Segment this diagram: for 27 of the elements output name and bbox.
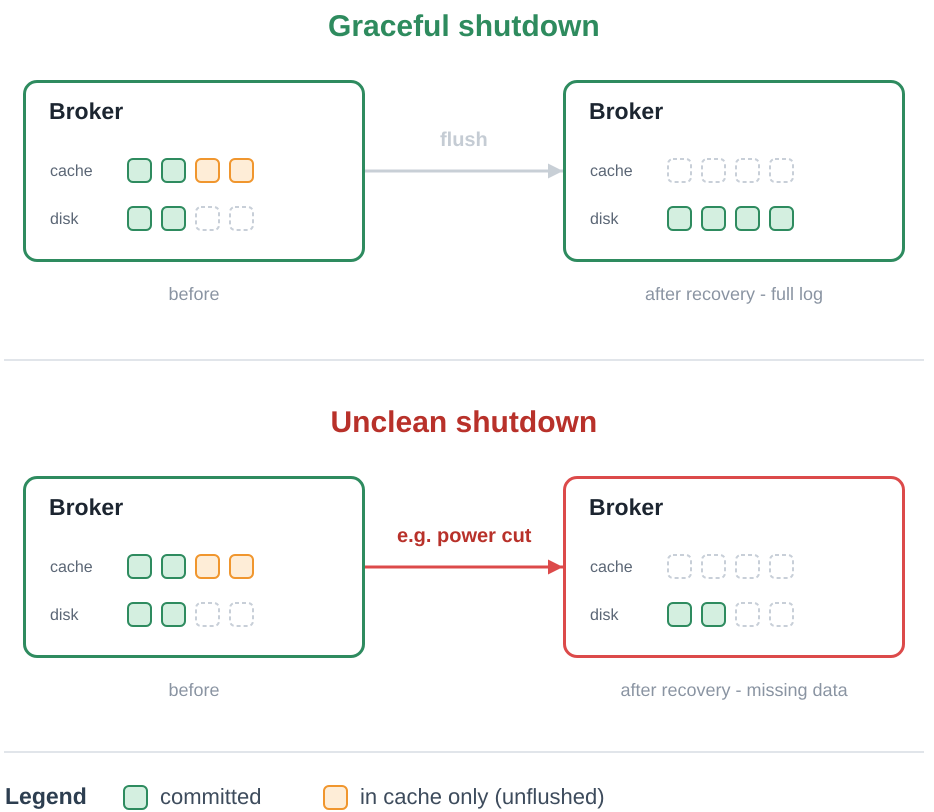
row-label: disk xyxy=(50,606,78,625)
arrow xyxy=(365,164,563,178)
component-box xyxy=(563,80,905,262)
section-heading: Unclean shutdown xyxy=(330,405,598,441)
legend-title: Legend xyxy=(5,783,87,811)
component-box xyxy=(23,80,365,262)
row-label: cache xyxy=(590,558,633,577)
node-label: before xyxy=(168,680,220,702)
row-label: cache xyxy=(50,558,93,577)
arrow xyxy=(365,560,563,574)
box-title: Broker xyxy=(589,494,664,522)
node-label: after recovery - missing data xyxy=(620,680,848,702)
node-label: after recovery - full log xyxy=(645,284,824,306)
row-label: cache xyxy=(590,162,633,181)
row-label: disk xyxy=(50,210,78,229)
box-title: Broker xyxy=(49,98,124,126)
box-title: Broker xyxy=(589,98,664,126)
row-label: disk xyxy=(590,606,618,625)
row-label: cache xyxy=(50,162,93,181)
section-heading: Graceful shutdown xyxy=(328,9,600,45)
component-box xyxy=(23,476,365,658)
row-label: disk xyxy=(590,210,618,229)
legend-label: in cache only (unflushed) xyxy=(360,784,605,810)
node-label: before xyxy=(168,284,220,306)
legend-label: committed xyxy=(160,784,262,810)
component-box xyxy=(563,476,905,658)
box-title: Broker xyxy=(49,494,124,522)
